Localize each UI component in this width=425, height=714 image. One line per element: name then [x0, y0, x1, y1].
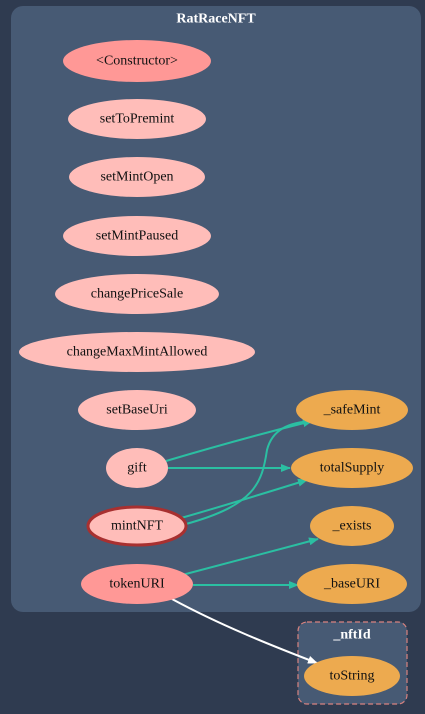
edge-gift-to-safemint	[165, 419, 313, 462]
node-tokenuri-label: tokenURI	[109, 577, 165, 592]
node-tostring[interactable]: toString	[304, 656, 400, 696]
node-changepricesale-shape	[55, 274, 219, 314]
node-setmintpaused[interactable]: setMintPaused	[63, 216, 211, 256]
node-gift-shape	[106, 448, 168, 488]
node-setmintpaused-shape	[63, 216, 211, 256]
node-setbaseuri[interactable]: setBaseUri	[78, 390, 196, 430]
node-setmintopen-label: setMintOpen	[100, 170, 173, 185]
node-tokenuri-shape	[81, 564, 193, 604]
node-mintnft[interactable]: mintNFT	[86, 505, 188, 547]
node-tokenuri[interactable]: tokenURI	[81, 564, 193, 604]
node-gift-label: gift	[127, 461, 147, 476]
node-setbaseuri-shape	[78, 390, 196, 430]
node-settopremint-label: setToPremint	[100, 112, 175, 127]
node-constructor-shape	[63, 40, 211, 82]
node-changemaxmintallowed-label: changeMaxMintAllowed	[67, 345, 208, 360]
edges	[165, 417, 319, 664]
node-settopremint[interactable]: setToPremint	[68, 99, 206, 139]
node-changepricesale[interactable]: changePriceSale	[55, 274, 219, 314]
node-setmintopen[interactable]: setMintOpen	[69, 157, 205, 197]
node-safemint[interactable]: _safeMint	[296, 390, 408, 430]
node-mintnft-label: mintNFT	[111, 519, 164, 534]
node-safemint-shape	[296, 390, 408, 430]
edge-tokenuri-to-tostring	[171, 598, 318, 664]
edge-tokenuri-to-exists	[181, 537, 319, 576]
node-safemint-label: _safeMint	[323, 403, 381, 418]
node-changemaxmintallowed-shape	[19, 332, 255, 372]
cluster-ratracenft-label: RatRaceNFT	[176, 12, 256, 27]
node-changepricesale-label: changePriceSale	[91, 287, 184, 302]
node-totalsupply-shape	[291, 448, 413, 488]
node-tostring-label: toString	[329, 669, 374, 684]
node-gift[interactable]: gift	[106, 448, 168, 488]
node-setbaseuri-label: setBaseUri	[106, 403, 168, 418]
node-constructor[interactable]: <Constructor>	[63, 40, 211, 82]
node-totalsupply[interactable]: totalSupply	[291, 448, 413, 488]
node-setmintopen-shape	[69, 157, 205, 197]
node-changemaxmintallowed[interactable]: changeMaxMintAllowed	[19, 332, 255, 372]
node-tostring-shape	[304, 656, 400, 696]
node-exists-label: _exists	[332, 519, 372, 534]
node-exists-shape	[310, 506, 394, 546]
node-baseuri-label: _baseURI	[323, 577, 380, 592]
node-setmintpaused-label: setMintPaused	[96, 229, 178, 244]
edge-mintnft-to-safemint	[185, 417, 315, 525]
node-mintnft-shape	[86, 505, 188, 547]
node-totalsupply-label: totalSupply	[320, 461, 385, 476]
node-baseuri[interactable]: _baseURI	[297, 564, 407, 604]
node-exists[interactable]: _exists	[310, 506, 394, 546]
node-constructor-label: <Constructor>	[96, 54, 178, 69]
node-settopremint-shape	[68, 99, 206, 139]
node-baseuri-shape	[297, 564, 407, 604]
cluster-nftid-label: _nftId	[332, 628, 371, 643]
